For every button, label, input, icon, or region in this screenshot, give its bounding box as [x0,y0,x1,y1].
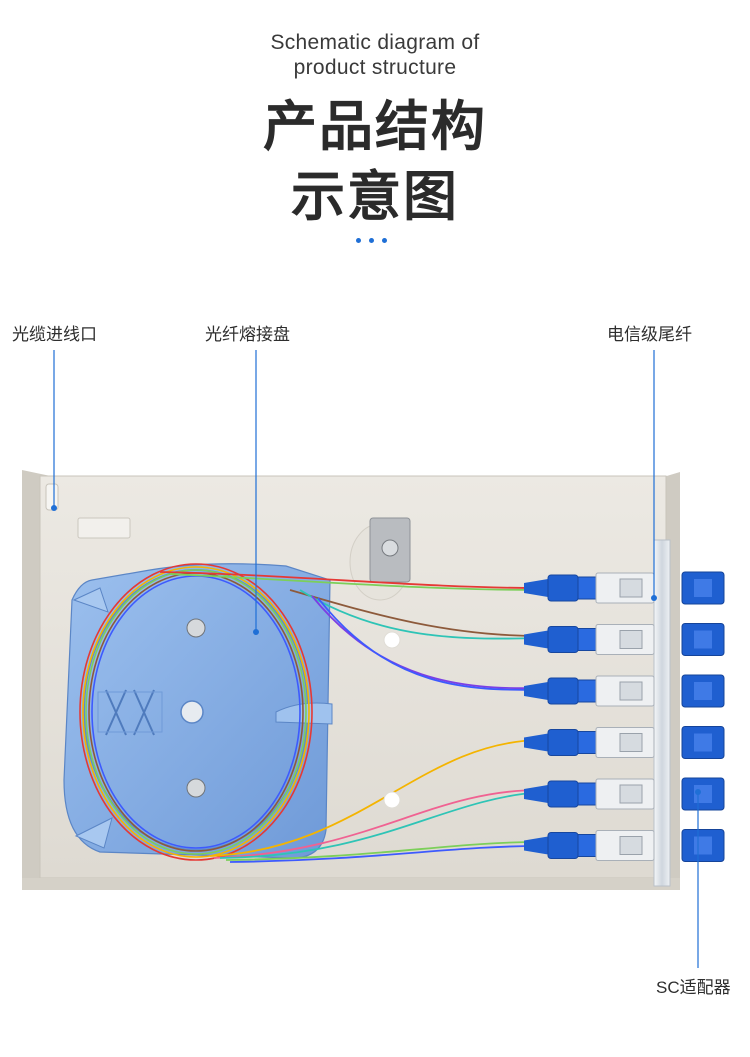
sc-connector-body [577,782,597,806]
sc-adapter-face [694,733,712,752]
tray-corner-clip-top [72,587,109,613]
adapter-window [619,681,643,701]
port-2 [524,623,725,656]
leader-lines [53,350,699,968]
leader-dots [51,505,701,795]
title-divider-dots [356,238,396,246]
port-4 [524,726,725,759]
fiber-aqua [299,589,541,640]
fiber-aqua-bottom [219,791,541,859]
label-pigtail: 电信级尾纤 [607,325,692,344]
fiber-clip-upper [383,631,401,649]
divider-dot [369,238,374,243]
tray-center-hole [180,700,204,724]
sc-adapter-face [694,630,712,649]
pigtail-fibers [159,571,541,863]
divider-dot [356,238,361,243]
fiber-clip-lower [383,791,401,809]
fiber-green-bottom [225,841,541,861]
adapter-window [619,836,643,855]
label-cable-inlet: 光缆进线口 [12,325,97,344]
port-row [524,571,725,862]
clamp-screw [381,539,399,557]
leader-dot [253,629,259,635]
fiber-green-top [169,573,541,591]
sc-connector [547,780,579,808]
tray-fiber-guide-tab [275,702,333,725]
fiber-brown [289,589,541,637]
sc-connector [547,832,579,859]
fiber-coil [79,563,313,861]
tray-corner-clip-bottom [74,817,113,849]
port-6 [524,829,725,862]
sc-connector [547,574,579,602]
chinese-title-line-1: 产品结构 [263,95,487,158]
tray-screw-bottom [186,778,206,798]
tray-screw-top [186,618,206,638]
enclosure-front-lip [22,878,680,890]
pigtail-boot [524,836,548,855]
pigtail-boot [524,682,548,700]
english-title: Schematic diagram of product structure [0,30,750,80]
port-1 [524,571,725,605]
divider-dot [382,238,387,243]
fiber-blue-top [317,597,541,691]
adapter-panel-rail [653,539,671,887]
sc-connector-body [577,679,597,703]
pigtail-boot [524,733,548,752]
sc-connector-body [577,731,597,754]
sc-adapter-face [694,579,712,597]
enclosure-label-slot [77,517,131,539]
sc-connector-body [577,576,597,600]
label-splice-tray: 光纤熔接盘 [205,325,290,344]
splice-tray [63,563,333,859]
fiber-pink [213,789,541,859]
english-title-line-1: Schematic diagram of [270,31,480,54]
sc-connector-body [577,628,597,651]
sc-adapter-face [694,836,712,855]
sc-connector [547,677,579,705]
adapter-window [619,578,643,598]
leader-dot [651,595,657,601]
chinese-title: 产品结构 示意图 [0,92,750,232]
fiber-blue-bottom [229,845,541,863]
adapter-window [619,630,643,649]
sc-connector [547,729,579,756]
sc-connector-body [577,834,597,857]
label-adapter: SC适配器 [656,978,731,997]
port-5 [524,777,725,811]
english-title-line-2: product structure [293,56,457,79]
chinese-title-line-2: 示意图 [291,165,459,228]
port-3 [524,674,725,708]
fiber-violet [311,595,541,690]
sc-connector [547,626,579,653]
adapter-window [619,733,643,752]
pigtail-boot [524,785,548,803]
leader-dot [51,505,57,511]
adapter-window [619,784,643,804]
pigtail-boot [524,579,548,597]
splice-holders [97,689,163,736]
leader-dot [695,789,701,795]
pigtail-boot [524,630,548,649]
sc-adapter-face [694,682,712,700]
fiber-red [159,571,541,589]
